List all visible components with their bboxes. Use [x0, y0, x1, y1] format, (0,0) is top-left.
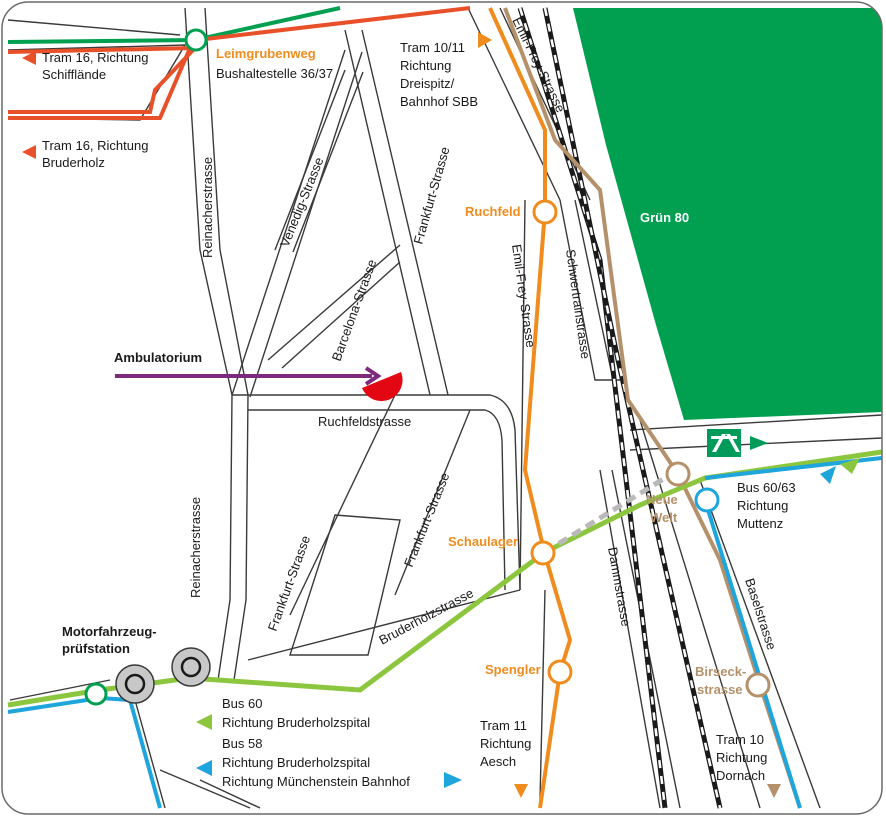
stop-spengler[interactable] — [547, 659, 573, 685]
dir-tram10-3: Dornach — [716, 768, 765, 783]
dir-tram16-bruder-2: Bruderholz — [42, 155, 105, 170]
arrow-down-icon — [514, 784, 528, 798]
dir-tram10-2: Richtung — [716, 750, 767, 765]
dir-tram16-schiff-2: Schifflände — [42, 67, 106, 82]
stop-motorfahrzeug[interactable] — [84, 682, 108, 706]
stop-neue-welt[interactable] — [665, 461, 691, 487]
transfer-path — [543, 475, 667, 555]
arrow-right-icon — [444, 772, 462, 788]
dir-tram16-bruder-1: Tram 16, Richtung — [42, 138, 148, 153]
street-ruchfeld: Ruchfeldstrasse — [318, 414, 411, 429]
stop-ruchfeld[interactable] — [532, 199, 558, 225]
street-reinacher-bottom: Reinacherstrasse — [188, 497, 203, 598]
dir-tram11-1: Tram 11 — [480, 718, 527, 733]
dir-tram16-schiff-1: Tram 16, Richtung — [42, 50, 148, 65]
dir-bus58-1: Bus 58 — [222, 736, 262, 751]
stop-label-neue-welt-2: Welt — [650, 510, 678, 525]
dir-tram10-1: Tram 10 — [716, 732, 764, 747]
stop-birseckstrasse[interactable] — [745, 672, 771, 698]
stop-label-schaulager: Schaulager — [448, 534, 518, 549]
stop-schaulager[interactable] — [530, 540, 556, 566]
stop-leimgrubenweg[interactable] — [184, 28, 208, 52]
dir-bus6063-3: Muttenz — [737, 516, 783, 531]
direction-arrows — [22, 32, 860, 798]
arrow-right-icon — [478, 32, 492, 48]
stops — [84, 28, 771, 706]
street-frankfurt-mid: Frankfurt-Strasse — [401, 470, 453, 569]
destination-marker-icon — [362, 372, 403, 402]
arrow-right-icon — [840, 458, 860, 474]
arrow-left-icon — [196, 714, 212, 730]
dir-bus58-3: Richtung Münchenstein Bahnhof — [222, 774, 410, 789]
arrow-left-icon — [196, 760, 212, 776]
dir-bus60-2: Richtung Bruderholzspital — [222, 715, 370, 730]
arrow-down-icon — [767, 784, 781, 798]
motor-label-2: prüfstation — [62, 641, 130, 656]
ambulatorium-arrow — [115, 366, 403, 402]
bus-blue-line — [7, 695, 162, 809]
dir-tram1011-2: Richtung — [400, 58, 451, 73]
stop-neue-welt-bus[interactable] — [694, 487, 720, 513]
street-venedig: Venedig-Strasse — [277, 155, 327, 249]
roundabout-icon — [115, 647, 211, 704]
dir-tram1011-4: Bahnhof SBB — [400, 94, 478, 109]
dir-tram11-2: Richtung — [480, 736, 531, 751]
park-area — [573, 8, 882, 420]
arrow-right-icon — [820, 466, 836, 484]
stop-label-neue-welt-1: Neue — [646, 492, 678, 507]
dir-bus60-1: Bus 60 — [222, 696, 262, 711]
dir-bus6063-1: Bus 60/63 — [737, 480, 796, 495]
stop-label-spengler: Spengler — [485, 662, 541, 677]
street-barcelona: Barcelona-Strasse — [329, 257, 380, 363]
dir-tram11-3: Aesch — [480, 754, 516, 769]
stop-label-birseck-2: strasse — [697, 682, 743, 697]
tram10-line — [503, 7, 802, 809]
street-frankfurt-top: Frankfurt-Strasse — [410, 145, 452, 246]
dir-bus58-2: Richtung Bruderholzspital — [222, 755, 370, 770]
dir-tram1011-3: Dreispitz/ — [400, 76, 455, 91]
ambulatorium-label: Ambulatorium — [114, 350, 202, 365]
stop-label-leimgrubenweg: Leimgrubenweg — [216, 46, 316, 61]
street-reinacher-top: Reinacherstrasse — [200, 157, 215, 258]
street-emil-mid: Emil-Frey-Strasse — [509, 243, 538, 348]
highway-sign-icon — [707, 429, 768, 457]
bus-green-line — [7, 449, 882, 708]
stop-label-birseck-1: Birseck- — [695, 664, 746, 679]
stop-sublabel-leimgrubenweg: Bushaltestelle 36/37 — [216, 66, 333, 81]
dir-tram1011-1: Tram 10/11 — [400, 40, 465, 55]
railway — [517, 7, 723, 809]
arrow-left-icon — [22, 145, 36, 159]
park-label: Grün 80 — [640, 210, 689, 225]
stop-label-ruchfeld: Ruchfeld — [465, 204, 521, 219]
dir-bus6063-2: Richtung — [737, 498, 788, 513]
arrow-left-icon — [22, 51, 36, 65]
motor-label-1: Motorfahrzeug- — [62, 624, 157, 639]
